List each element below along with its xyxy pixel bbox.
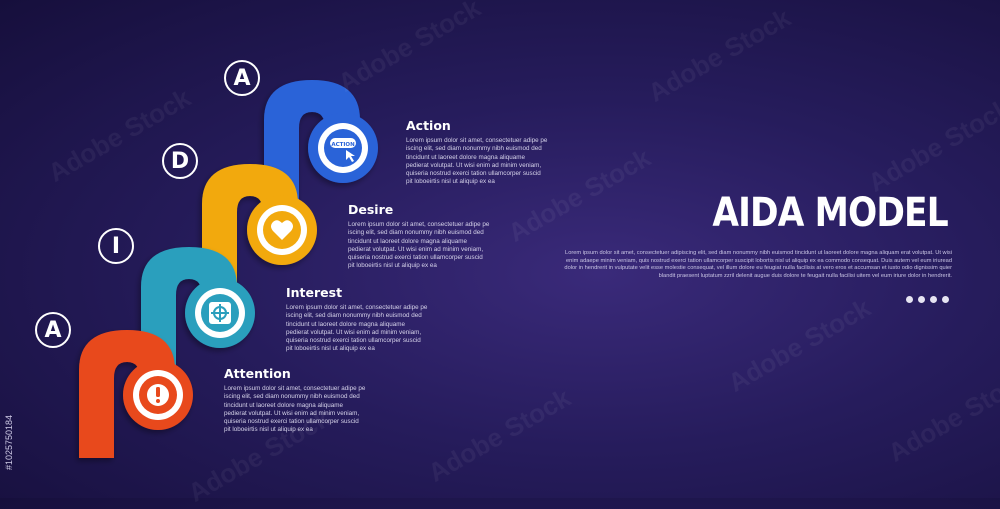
step-title-action: Action: [406, 118, 451, 133]
letter-circle-action: A: [224, 60, 260, 96]
step-title-desire: Desire: [348, 202, 394, 217]
arch-action: ACTION: [264, 80, 378, 205]
step-title-attention: Attention: [224, 366, 291, 381]
letter-circle-attention: A: [35, 312, 71, 348]
dot-1: [906, 296, 913, 303]
exclamation-icon: [147, 384, 169, 406]
step-text-attention: Lorem ipsum dolor sit amet, consectetuer…: [224, 385, 366, 434]
action-button-icon: [330, 138, 356, 148]
action-icon-label: ACTION: [331, 142, 355, 148]
step-text-action: Lorem ipsum dolor sit amet, consectetuer…: [406, 137, 548, 186]
letter-circle-interest: I: [98, 228, 134, 264]
arch-attention: [79, 330, 193, 458]
pagination-dots: [906, 296, 949, 303]
heart-icon: [271, 220, 293, 240]
stock-id: #1025750184: [4, 414, 14, 470]
aida-arch-diagram: ACTION: [79, 80, 378, 458]
step-title-interest: Interest: [286, 285, 343, 300]
page-title: AIDA MODEL: [712, 190, 949, 236]
dot-2: [918, 296, 925, 303]
step-text-interest: Lorem ipsum dolor sit amet, consectetuer…: [286, 304, 428, 353]
dot-4: [942, 296, 949, 303]
dot-3: [930, 296, 937, 303]
step-text-desire: Lorem ipsum dolor sit amet, consectetuer…: [348, 221, 490, 270]
letter-circle-desire: D: [162, 143, 198, 179]
title-description: Lorem ipsum dolor sit amet, consectetuer…: [564, 250, 952, 279]
cursor-icon: [346, 150, 355, 162]
target-icon: [209, 302, 231, 324]
arch-interest: [141, 247, 255, 373]
